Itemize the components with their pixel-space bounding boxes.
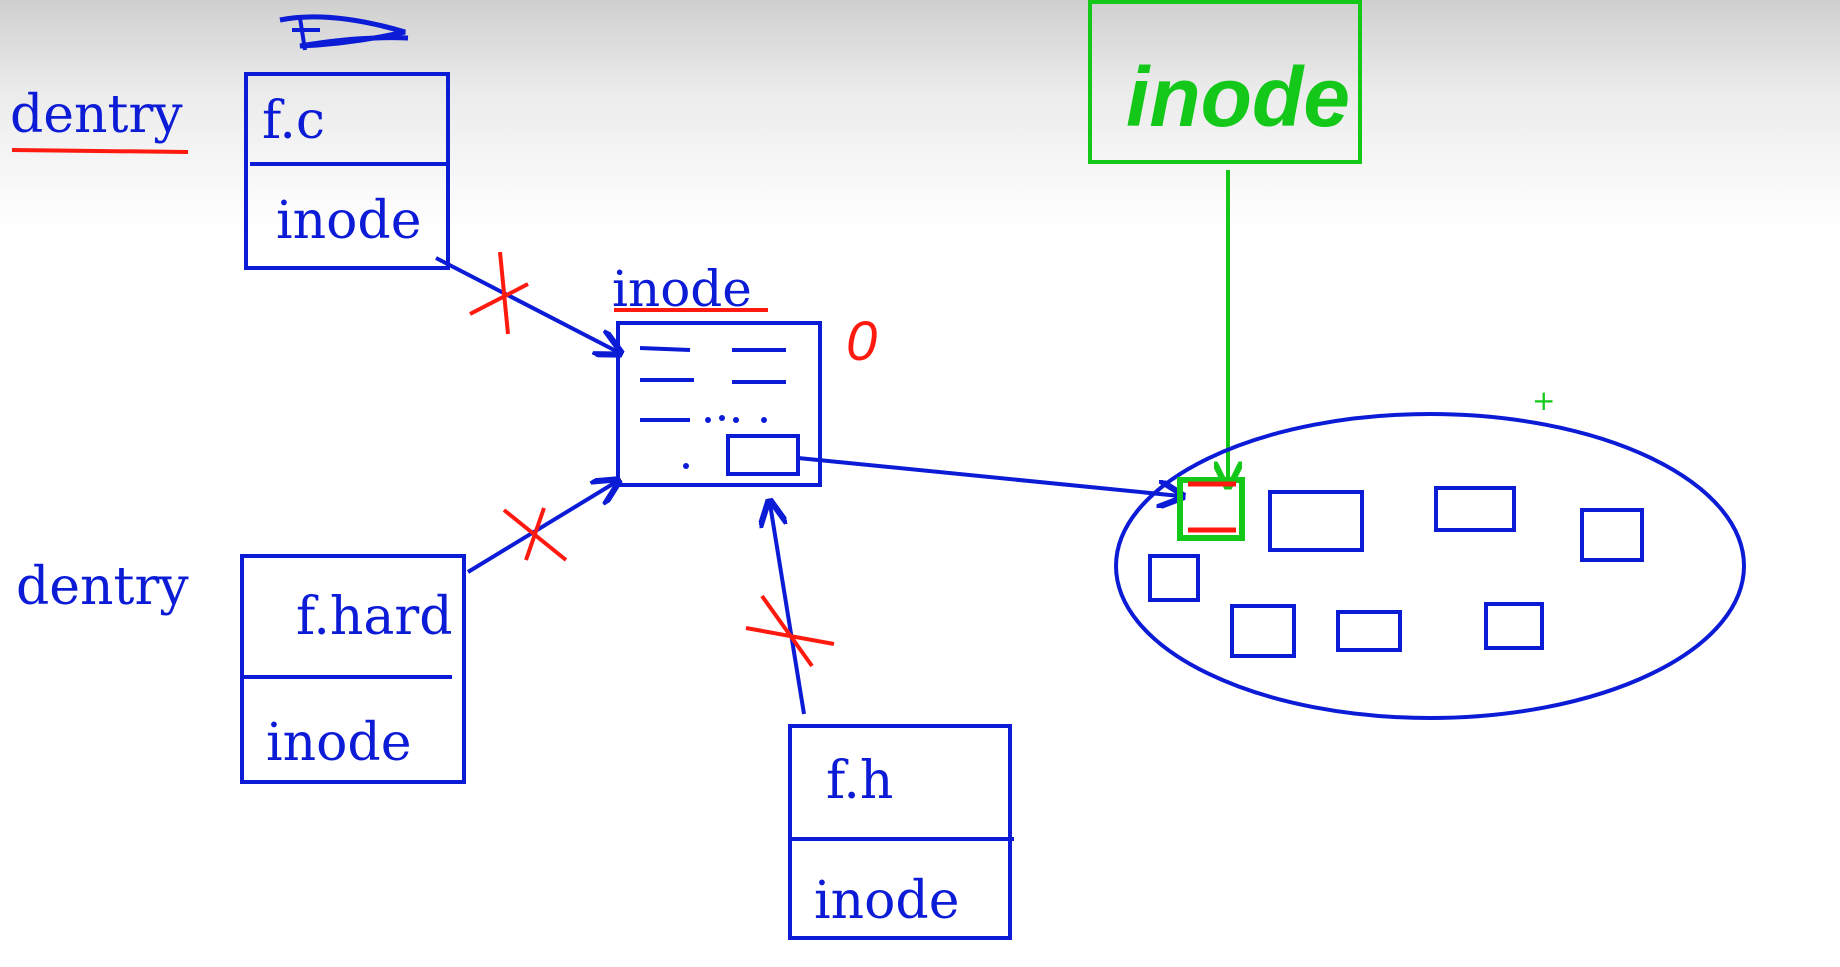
- arrow-fhard-to-inode: [466, 482, 616, 574]
- arrow-fc-to-inode: [435, 251, 618, 352]
- inode-box-center: [616, 321, 822, 487]
- dentry-name-fhard: f.hard: [296, 587, 453, 647]
- dentry-label-top: dentry: [10, 85, 189, 154]
- dentry-label-bottom: dentry: [16, 557, 189, 617]
- svg-text:dentry: dentry: [10, 85, 183, 145]
- data-block: [1336, 610, 1402, 652]
- arrow-inode-to-block: [797, 456, 1180, 496]
- link-count-zero: 0: [846, 309, 877, 372]
- data-block: [1434, 486, 1516, 532]
- scribble-mark: [279, 14, 409, 51]
- dentry-field-fh: inode: [814, 871, 960, 931]
- dentry-box-fc: f.c inode: [244, 72, 450, 270]
- data-block: [1268, 490, 1364, 552]
- inode-label-center: inode: [612, 260, 768, 318]
- dentry-field-fc: inode: [276, 191, 422, 251]
- data-block: [1230, 604, 1296, 658]
- green-inode-box: inode: [1088, 0, 1362, 164]
- data-block: [1580, 508, 1644, 562]
- green-plus-mark: +: [1532, 384, 1555, 417]
- dentry-field-fhard: inode: [266, 713, 412, 773]
- dentry-name-fh: f.h: [826, 751, 893, 811]
- dentry-box-fhard: f.hard inode: [240, 554, 466, 784]
- data-block-highlighted: [1177, 477, 1245, 541]
- dentry-box-fh: f.h inode: [788, 724, 1014, 940]
- data-block-pool: [1114, 412, 1746, 720]
- data-block: [1484, 602, 1544, 650]
- data-block: [1148, 554, 1200, 602]
- block-pointer-slot: [726, 434, 800, 476]
- green-inode-label: inode: [1126, 50, 1350, 144]
- arrow-fh-to-inode: [745, 504, 835, 715]
- dentry-name-fc: f.c: [262, 91, 325, 151]
